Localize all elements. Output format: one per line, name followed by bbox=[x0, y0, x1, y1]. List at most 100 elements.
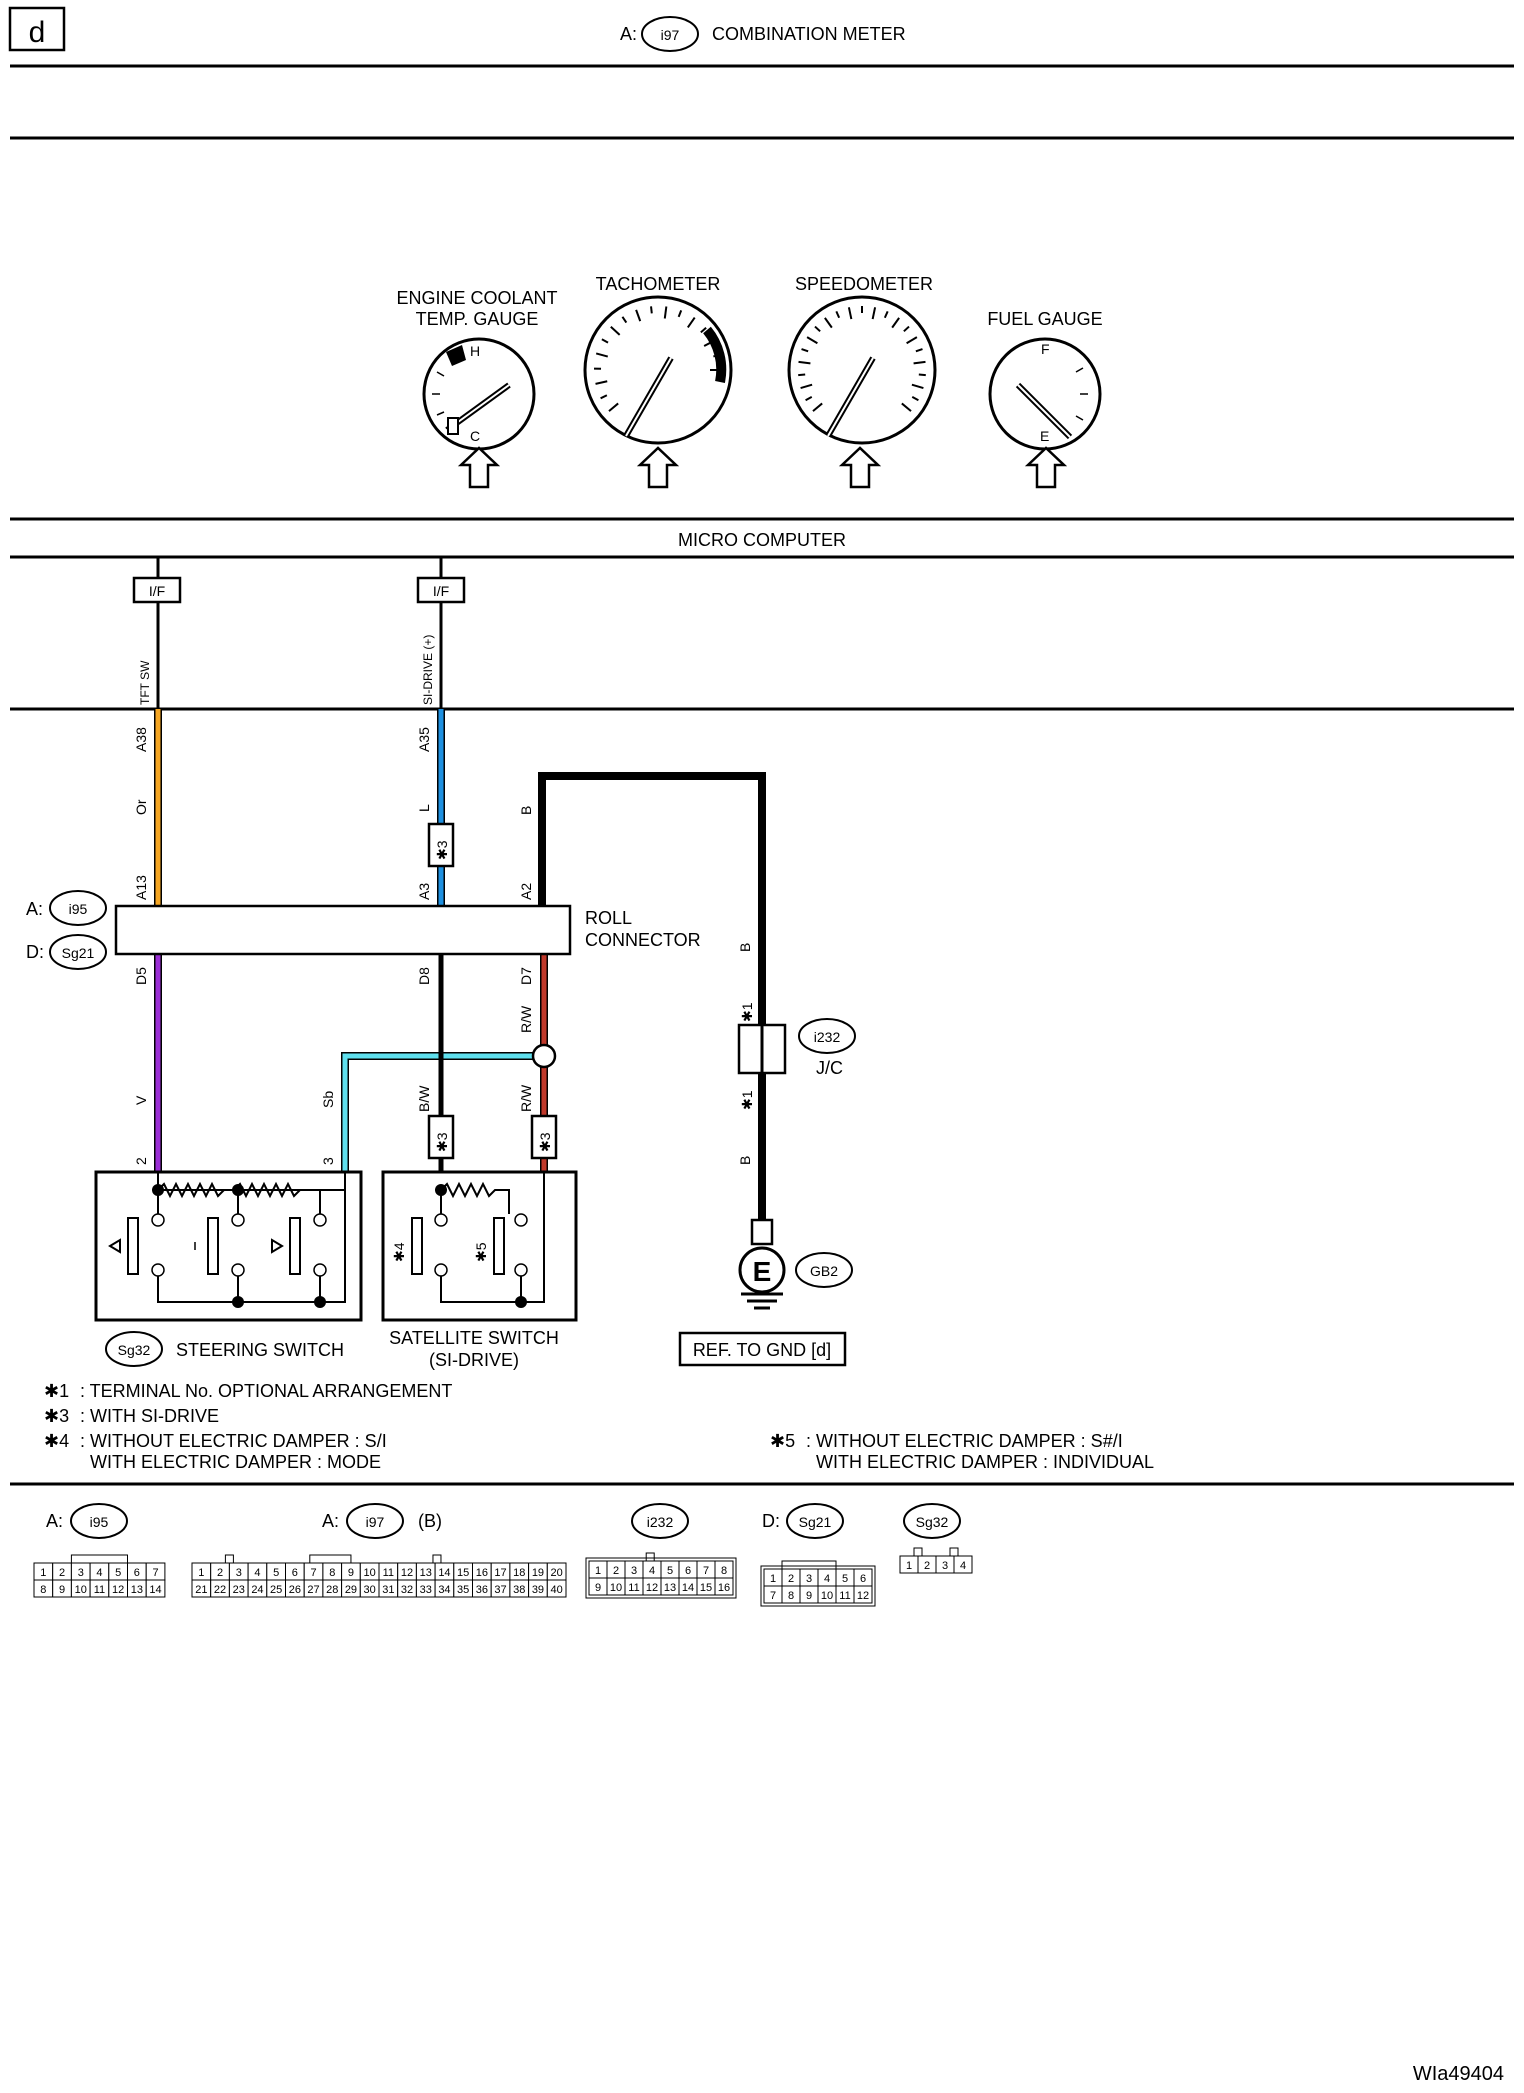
gauge-tick bbox=[806, 336, 818, 345]
svg-text:A35: A35 bbox=[416, 727, 432, 752]
gauge-tick bbox=[911, 396, 919, 402]
connector-tab bbox=[645, 1552, 655, 1562]
option-box-star3-b bbox=[427, 1114, 455, 1160]
gauge-tick bbox=[700, 327, 707, 334]
pin-number: 1 bbox=[906, 1560, 912, 1572]
pin-number: 23 bbox=[233, 1584, 245, 1596]
pin-number: 36 bbox=[476, 1584, 488, 1596]
connector-tab bbox=[949, 1547, 959, 1557]
gauge-tick bbox=[800, 383, 813, 389]
tachometer-ticks bbox=[593, 306, 722, 412]
corner-letter: d bbox=[29, 16, 46, 49]
pin-number: 3 bbox=[942, 1560, 948, 1572]
pin-number: 28 bbox=[326, 1584, 338, 1596]
pin-number: 32 bbox=[401, 1584, 413, 1596]
svg-text:E: E bbox=[753, 1256, 772, 1287]
corner-box bbox=[8, 6, 66, 52]
pin-number: 9 bbox=[59, 1584, 65, 1596]
gauge-tick bbox=[903, 325, 910, 333]
gauge-tick bbox=[913, 360, 926, 365]
svg-text:Or: Or bbox=[133, 799, 149, 815]
footnotes: ✱1 : TERMINAL No. OPTIONAL ARRANGEMENT ✱… bbox=[44, 1381, 1154, 1472]
svg-text:STEERING SWITCH: STEERING SWITCH bbox=[176, 1340, 344, 1360]
svg-text:Sb: Sb bbox=[320, 1091, 336, 1108]
pin-number: 26 bbox=[289, 1584, 301, 1596]
satellite-switch bbox=[381, 1170, 578, 1322]
gauge-tick bbox=[798, 360, 811, 365]
svg-text:✱3: ✱3 bbox=[44, 1406, 69, 1426]
pin-cell bbox=[145, 1579, 166, 1598]
connector-latch bbox=[309, 1554, 352, 1564]
svg-text:ENGINE COOLANT: ENGINE COOLANT bbox=[396, 288, 557, 308]
pin-number: 37 bbox=[494, 1584, 506, 1596]
svg-text:A13: A13 bbox=[133, 875, 149, 900]
svg-text:✱4: ✱4 bbox=[391, 1242, 407, 1262]
svg-text:✱5: ✱5 bbox=[473, 1242, 489, 1262]
micro-computer-label: MICRO COMPUTER bbox=[678, 530, 846, 550]
pin-cell bbox=[546, 1579, 567, 1598]
pin-number: 14 bbox=[682, 1582, 694, 1594]
pin-number: 19 bbox=[532, 1567, 544, 1579]
pin-number: 30 bbox=[364, 1584, 376, 1596]
pin-number: 11 bbox=[628, 1582, 639, 1594]
svg-text:✱1: ✱1 bbox=[739, 1090, 755, 1110]
roll-connector-d: Sg21 bbox=[62, 945, 95, 961]
pin-number: 1 bbox=[40, 1567, 46, 1579]
pin-number: 31 bbox=[382, 1584, 394, 1596]
svg-text:✱3: ✱3 bbox=[434, 1132, 450, 1152]
gauge-tick bbox=[798, 373, 806, 377]
svg-text:TACHOMETER: TACHOMETER bbox=[596, 274, 721, 294]
svg-text:D:: D: bbox=[762, 1511, 780, 1531]
pin-number: 9 bbox=[348, 1567, 354, 1579]
svg-text:TEMP. GAUGE: TEMP. GAUGE bbox=[416, 309, 539, 329]
roll-connector-a: i95 bbox=[69, 901, 88, 917]
connector-housing bbox=[585, 1557, 737, 1599]
pin-number: 6 bbox=[685, 1565, 691, 1577]
pin-number: 12 bbox=[857, 1590, 869, 1602]
connector-tab bbox=[913, 1547, 923, 1557]
gauge-tick bbox=[663, 306, 668, 319]
pin-number: 11 bbox=[94, 1584, 105, 1596]
pin-number: 10 bbox=[75, 1584, 87, 1596]
pin-number: 2 bbox=[924, 1560, 930, 1572]
svg-text:A38: A38 bbox=[133, 727, 149, 752]
pin-number: 7 bbox=[770, 1590, 776, 1602]
pin-number: 1 bbox=[198, 1567, 204, 1579]
svg-text:ROLL: ROLL bbox=[585, 908, 632, 928]
pin-number: 17 bbox=[494, 1567, 506, 1579]
speedometer-ticks bbox=[798, 306, 926, 412]
reference-code: WIa49404 bbox=[1413, 2063, 1504, 2085]
pin-number: 9 bbox=[806, 1590, 812, 1602]
pin-number: 4 bbox=[96, 1567, 102, 1579]
ground-id: GB2 bbox=[810, 1263, 838, 1279]
svg-text:i97: i97 bbox=[366, 1514, 385, 1530]
gauge-tick bbox=[713, 353, 721, 358]
svg-text:SPEEDOMETER: SPEEDOMETER bbox=[795, 274, 933, 294]
pin-number: 3 bbox=[631, 1565, 637, 1577]
svg-text:C: C bbox=[470, 428, 480, 444]
svg-text:A2: A2 bbox=[518, 883, 534, 900]
svg-text:H: H bbox=[470, 343, 480, 359]
pin-number: 1 bbox=[595, 1565, 601, 1577]
pin-number: 6 bbox=[292, 1567, 298, 1579]
pin-number: 2 bbox=[613, 1565, 619, 1577]
pin-number: 8 bbox=[40, 1584, 46, 1596]
pin-number: 3 bbox=[236, 1567, 242, 1579]
connector-latch bbox=[70, 1554, 128, 1564]
pin-number: 40 bbox=[551, 1584, 563, 1596]
svg-text:Sg32: Sg32 bbox=[916, 1514, 949, 1530]
pin-number: 2 bbox=[217, 1567, 223, 1579]
pin-number: 1 bbox=[770, 1573, 776, 1585]
svg-text:(B): (B) bbox=[418, 1511, 442, 1531]
coolant-gauge: ENGINE COOLANT TEMP. GAUGE H C bbox=[396, 288, 558, 489]
gauge-tick bbox=[650, 306, 653, 314]
svg-text:F: F bbox=[1041, 341, 1050, 357]
pin-number: 2 bbox=[59, 1567, 65, 1579]
svg-text:(SI-DRIVE): (SI-DRIVE) bbox=[429, 1350, 519, 1370]
pin-number: 39 bbox=[532, 1584, 544, 1596]
svg-text:i95: i95 bbox=[90, 1514, 109, 1530]
gauge-tick bbox=[600, 394, 608, 400]
jc-connector-id: i232 bbox=[814, 1029, 841, 1045]
